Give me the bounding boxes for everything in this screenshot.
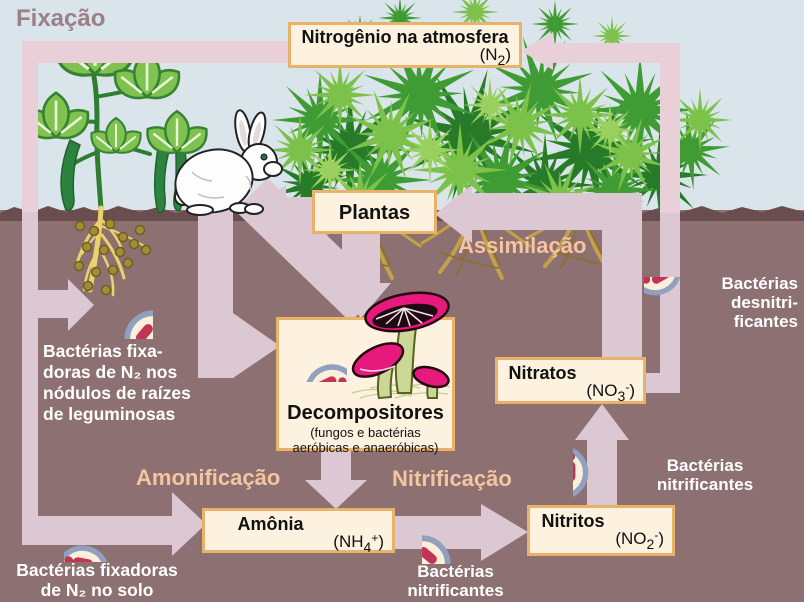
mushrooms-illustration (351, 291, 451, 400)
atmosphere-formula: (N2) (479, 45, 511, 68)
bacteria-icon-nitrifying-lower (422, 503, 483, 564)
mushroom-medium (351, 342, 405, 400)
mushroom-small (412, 365, 450, 399)
bacteria-icon-soil (64, 504, 122, 562)
decompositores-box-title: Decompositores (287, 402, 444, 424)
label-nitrificacao: Nitrificação (392, 466, 512, 491)
bacteria-icon-nodule (92, 278, 153, 339)
plantas-box: Plantas (312, 190, 437, 234)
rabbit-illustration (174, 109, 283, 216)
decompositores-subtitle-line1: (fungos e bactérias (310, 425, 421, 440)
label-amonificacao: Amonificação (136, 465, 281, 490)
amonia-formula: (NH4+) (333, 531, 384, 555)
label-nodule-bacteria: Bactérias fixa- doras de N₂ nos nódulos … (43, 341, 191, 424)
amonia-box: Amônia (NH4+) (202, 508, 395, 555)
atmosphere-box-title: Nitrogênio na atmosfera (301, 27, 509, 47)
nitratos-box: Nitratos (NO3-) (495, 357, 646, 404)
root-nodules (73, 218, 152, 296)
bacteria-icon-decomposers (289, 324, 347, 382)
label-nitrifying-bacteria-lower: Bactérias nitrificantes (407, 562, 504, 600)
label-assimilacao: Assimilação (458, 233, 587, 258)
nitratos-formula: (NO3-) (586, 380, 635, 404)
plantas-box-title: Plantas (338, 202, 411, 224)
label-soil-bacteria: Bactérias fixadoras de N₂ no solo (16, 560, 178, 600)
atmosphere-box: Nitrogênio na atmosfera (N2) (288, 22, 522, 68)
label-nitrifying-bacteria-upper: Bactérias nitrificantes (656, 456, 754, 494)
label-fixacao: Fixação (16, 5, 106, 32)
bacteria-icon-nitrifying-upper (573, 447, 631, 505)
label-denitrifying-bacteria: Bactérias desnitri- ficantes (721, 274, 798, 331)
nitritos-box: Nitritos (NO2-) (527, 505, 675, 556)
decompositores-subtitle-line2: aeróbicas e anaeróbicas) (292, 440, 439, 455)
nitratos-box-title: Nitratos (508, 363, 577, 383)
bacteria-icon-denitrifying (644, 277, 700, 333)
legume-plant-illustration (25, 45, 215, 297)
nitritos-formula: (NO2-) (615, 528, 664, 552)
nitritos-box-title: Nitritos (541, 511, 605, 531)
amonia-box-title: Amônia (237, 514, 304, 534)
